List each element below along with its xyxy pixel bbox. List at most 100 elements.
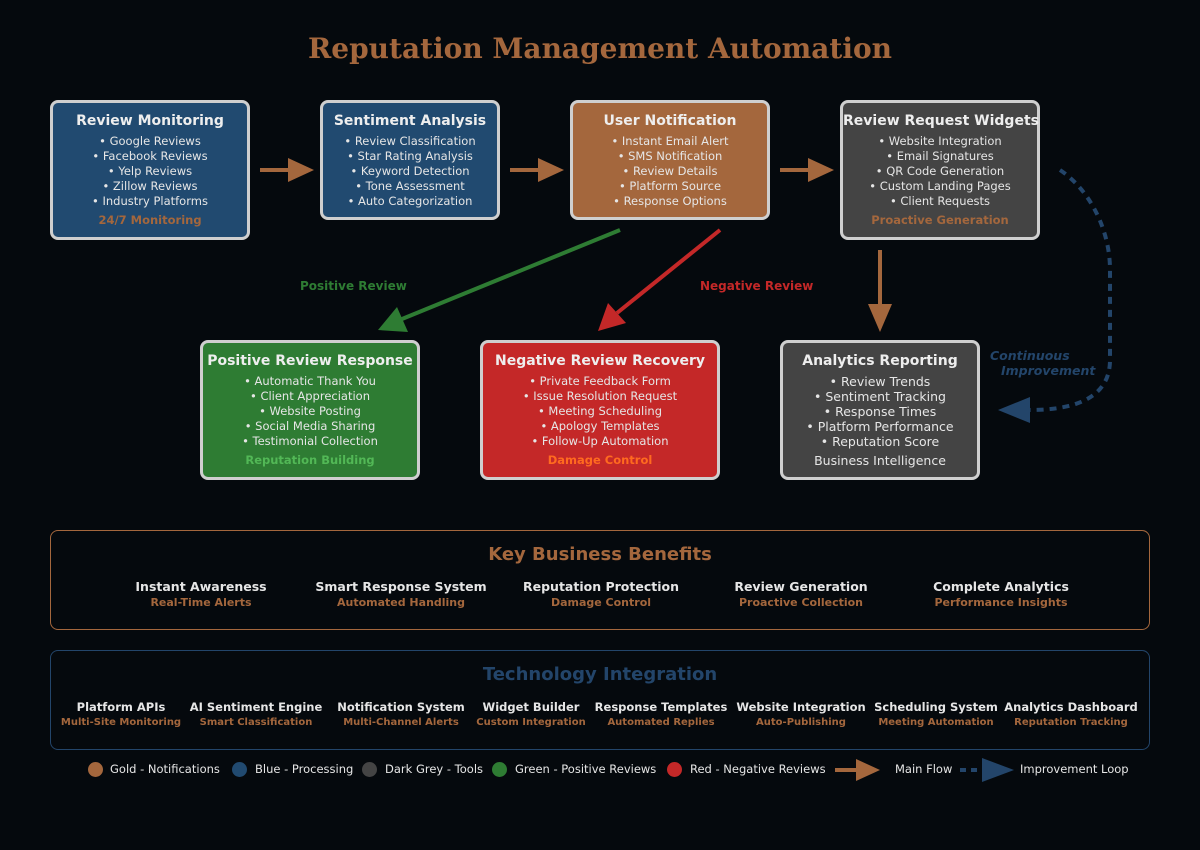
technology-name: Scheduling System — [874, 700, 998, 714]
negative-review-recovery-title: Negative Review Recovery — [494, 353, 705, 369]
improvement-label: Improvement — [1001, 363, 1096, 378]
benefit-item: Review Generation Proactive Collection — [701, 579, 901, 609]
legend-red-swatch — [667, 762, 682, 777]
negative-flow-arrow — [598, 228, 722, 331]
box-item: • Response Times — [823, 404, 937, 419]
technology-item: Widget Builder Custom Integration — [462, 700, 600, 728]
review-monitoring-title: Review Monitoring — [76, 113, 224, 129]
technology-name: Website Integration — [736, 700, 866, 714]
box-item: • Review Details — [622, 164, 718, 178]
box-item: • Facebook Reviews — [92, 149, 208, 163]
analytics-flow-arrow — [868, 250, 892, 332]
page-title: Reputation Management Automation — [307, 32, 893, 65]
benefit-sub: Real-Time Alerts — [150, 596, 252, 609]
technology-name: Analytics Dashboard — [1004, 700, 1138, 714]
legend-blue-swatch — [232, 762, 247, 777]
box-item: • Platform Source — [618, 179, 722, 193]
benefit-name: Smart Response System — [315, 579, 487, 594]
legend-main-flow-arrow — [835, 759, 880, 781]
legend-grey-swatch — [362, 762, 377, 777]
technology-heading: Technology Integration — [482, 664, 718, 685]
legend-gold-label: Gold - Notifications — [110, 762, 220, 776]
box-item: • Instant Email Alert — [611, 134, 729, 148]
technology-sub: Automated Replies — [607, 717, 715, 728]
box-item: • Google Reviews — [99, 134, 201, 148]
sentiment-analysis-title: Sentiment Analysis — [333, 113, 487, 129]
benefit-name: Reputation Protection — [523, 579, 679, 594]
sentiment-analysis-box: Sentiment Analysis • Review Classificati… — [320, 100, 500, 220]
benefit-item: Instant Awareness Real-Time Alerts — [101, 579, 301, 609]
legend-red-label: Red - Negative Reviews — [690, 762, 826, 776]
technology-name: Widget Builder — [482, 700, 580, 714]
technology-sub: Reputation Tracking — [1014, 717, 1128, 728]
box-item: • Platform Performance — [806, 419, 954, 434]
box-item: • Reputation Score — [820, 434, 940, 449]
technology-item: Analytics Dashboard Reputation Tracking — [1002, 700, 1140, 728]
box-item: • Website Integration — [878, 134, 1002, 148]
technology-name: Platform APIs — [76, 700, 166, 714]
improvement-loop-arrow — [998, 168, 1112, 423]
positive-review-label: Positive Review — [300, 279, 407, 293]
box-item: • Auto Categorization — [347, 194, 473, 208]
review-monitoring-box: Review Monitoring • Google Reviews • Fac… — [50, 100, 250, 240]
technology-item: Response Templates Automated Replies — [592, 700, 730, 728]
benefit-sub: Damage Control — [550, 596, 652, 609]
positive-review-response-box: Positive Review Response • Automatic Tha… — [200, 340, 420, 480]
user-notification-title: User Notification — [603, 113, 737, 129]
technology-name: Response Templates — [594, 700, 728, 714]
box-item: • Follow-Up Automation — [531, 434, 669, 448]
box-item: • Review Classification — [344, 134, 476, 148]
legend-green-label: Green - Positive Reviews — [515, 762, 657, 776]
analytics-reporting-box: Analytics Reporting • Review Trends • Se… — [780, 340, 980, 480]
legend-green-swatch — [492, 762, 507, 777]
box-item: • Testimonial Collection — [242, 434, 378, 448]
box-item: • QR Code Generation — [875, 164, 1005, 178]
technology-item: Scheduling System Meeting Automation — [867, 700, 1005, 728]
technology-item: Notification System Multi-Channel Alerts — [332, 700, 470, 728]
negative-review-label: Negative Review — [700, 279, 814, 293]
benefit-item: Smart Response System Automated Handling — [301, 579, 501, 609]
benefit-name: Instant Awareness — [135, 579, 267, 594]
box-item: • Email Signatures — [886, 149, 994, 163]
benefit-sub: Automated Handling — [336, 596, 466, 609]
positive-review-response-title: Positive Review Response — [207, 353, 413, 369]
box-item: • Meeting Scheduling — [537, 404, 662, 418]
technology-item: Platform APIs Multi-Site Monitoring — [52, 700, 190, 728]
benefit-name: Complete Analytics — [933, 579, 1069, 594]
box-item: • SMS Notification — [617, 149, 723, 163]
legend-grey-label: Dark Grey - Tools — [385, 762, 484, 776]
technology-sub: Multi-Channel Alerts — [343, 717, 459, 728]
legend-blue-label: Blue - Processing — [255, 762, 354, 776]
box-item: • Yelp Reviews — [107, 164, 193, 178]
benefit-sub: Proactive Collection — [738, 596, 864, 609]
technology-name: AI Sentiment Engine — [189, 700, 323, 714]
box-item: • Custom Landing Pages — [869, 179, 1011, 193]
review-request-widgets-footer: Proactive Generation — [871, 213, 1009, 227]
benefit-item: Complete Analytics Performance Insights — [901, 579, 1101, 609]
box-item: • Response Options — [613, 194, 727, 208]
continuous-label: Continuous — [990, 348, 1070, 363]
analytics-reporting-footer: Business Intelligence — [814, 453, 946, 468]
box-item: • Website Posting — [259, 404, 361, 418]
box-item: • Apology Templates — [540, 419, 660, 433]
review-request-widgets-box: Review Request Widgets • Website Integra… — [840, 100, 1040, 240]
box-item: • Industry Platforms — [92, 194, 208, 208]
analytics-reporting-title: Analytics Reporting — [802, 353, 958, 369]
technology-sub: Multi-Site Monitoring — [60, 717, 182, 728]
legend-improvement-loop-label: Improvement Loop — [1020, 762, 1129, 776]
box-item: • Social Media Sharing — [244, 419, 376, 433]
technology-integration-panel: Technology Integration Platform APIs Mul… — [50, 650, 1150, 750]
benefit-name: Review Generation — [734, 579, 868, 594]
review-request-widgets-title: Review Request Widgets — [843, 113, 1039, 129]
positive-review-response-footer: Reputation Building — [245, 453, 375, 467]
main-flow-arrow-2 — [510, 158, 564, 182]
box-item: • Client Requests — [889, 194, 991, 208]
box-item: • Tone Assessment — [355, 179, 465, 193]
benefit-sub: Performance Insights — [934, 596, 1068, 609]
box-item: • Private Feedback Form — [529, 374, 671, 388]
review-monitoring-footer: 24/7 Monitoring — [98, 213, 202, 227]
box-item: • Sentiment Tracking — [814, 389, 946, 404]
technology-sub: Custom Integration — [476, 717, 586, 728]
positive-flow-arrow — [378, 228, 621, 332]
